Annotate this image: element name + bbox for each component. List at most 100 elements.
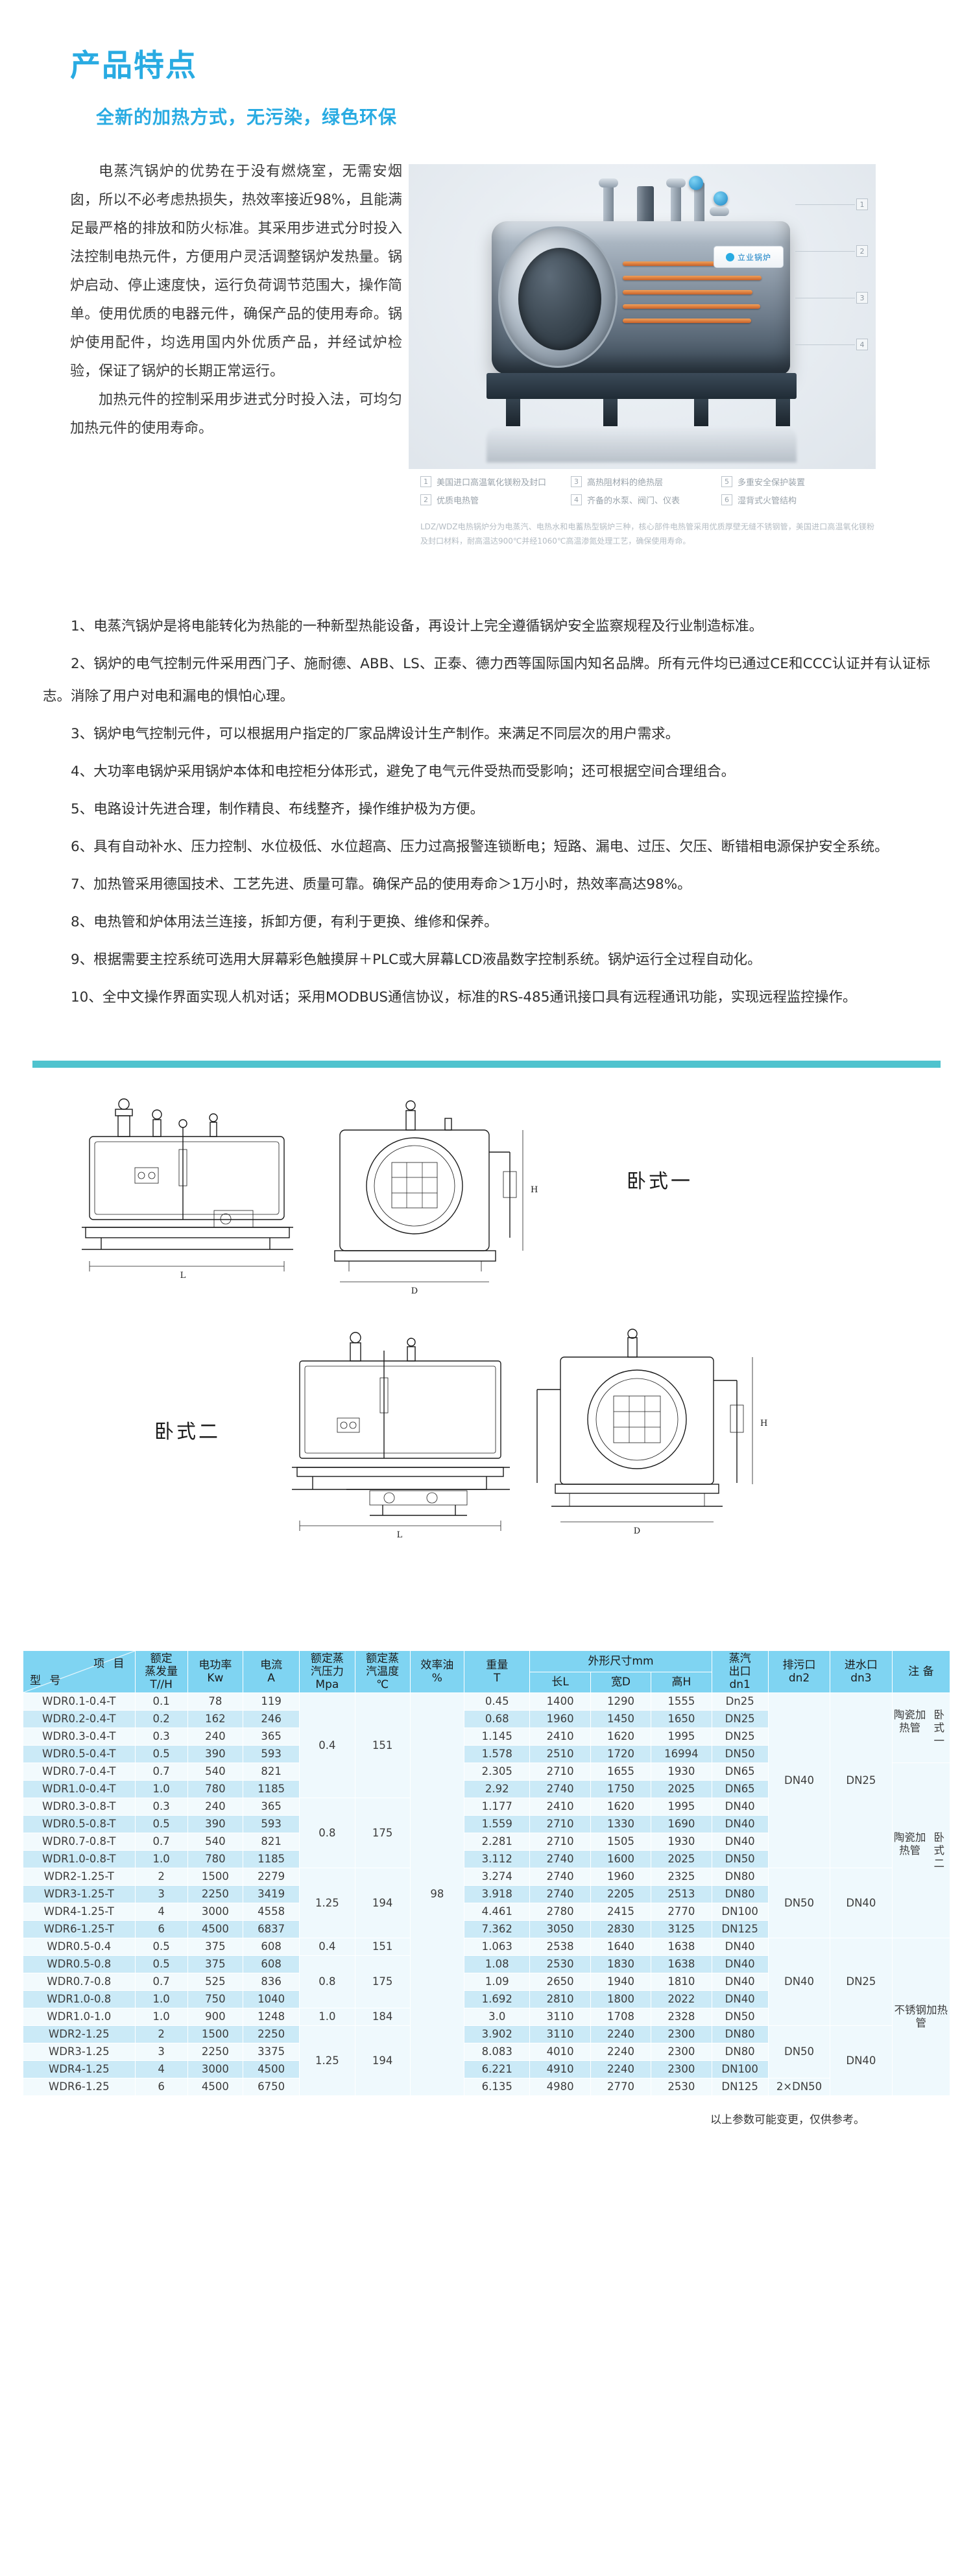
th-rated-evaporation: 额定 蒸发量 T//H [134, 1650, 188, 1693]
power-cell: 390 [187, 1815, 243, 1833]
current-cell: 1248 [242, 2008, 300, 2026]
intro-text-block: 电蒸汽锅炉的优势在于没有燃烧室，无需安烟囱，所以不必考虑热损失，热效率接近98%… [0, 158, 402, 548]
evap-cell: 0.5 [134, 1745, 188, 1763]
th-line-2: 汽压力 [310, 1665, 344, 1678]
steam-outlet-cell: DN40 [711, 1833, 769, 1851]
remark-text-primary: 陶瓷加热管 [893, 1831, 926, 1857]
table-head: 项 目 型 号 额定 蒸发量 T//H 电功率 Kw 电流 A [23, 1650, 951, 1693]
model-cell: WDR6-1.25-T [23, 1920, 136, 1938]
weight-cell: 1.559 [463, 1815, 531, 1833]
length-cell: 2740 [529, 1780, 591, 1798]
th-dimensions-group: 外形尺寸mm [529, 1650, 712, 1672]
th-line-1: 进水口 [844, 1659, 878, 1672]
width-cell: 1708 [590, 2008, 652, 2026]
evap-cell: 1.0 [134, 1990, 188, 2008]
model-cell: WDR3-1.25-T [23, 1885, 136, 1903]
specification-table-wrap: 项 目 型 号 额定 蒸发量 T//H 电功率 Kw 电流 A [23, 1639, 951, 2165]
remark-text-primary: 陶瓷加热管 [893, 1708, 926, 1734]
section-divider [32, 1061, 941, 1068]
heating-tube-2 [623, 276, 762, 280]
weight-cell: 6.135 [463, 2078, 531, 2096]
temperature-cell: 184 [354, 2008, 411, 2026]
height-cell: 2770 [651, 1903, 712, 1921]
th-weight: 重量 T [463, 1650, 531, 1693]
evap-cell: 0.3 [134, 1727, 188, 1746]
page-title: 产品特点 [70, 48, 197, 84]
remark-text-secondary: 卧式二 [933, 1831, 945, 1870]
remark-cell: 陶瓷加热管卧式一 [891, 1692, 951, 1763]
evap-cell: 0.7 [134, 1833, 188, 1851]
remark-cell: 陶瓷加热管卧式二 [891, 1763, 951, 1938]
boiler-front-door [498, 226, 618, 368]
length-cell: 2410 [529, 1798, 591, 1816]
legend-item: 6 湿背式火管结构 [721, 494, 872, 506]
callout-marker-3: 3 [856, 292, 868, 304]
th-remark: 注 备 [891, 1650, 951, 1693]
callout-leader-4 [795, 344, 855, 345]
steam-outlet-cell: DN40 [711, 1955, 769, 1973]
weight-cell: 2.92 [463, 1780, 531, 1798]
table-corner-cell: 项 目 型 号 [23, 1650, 136, 1693]
intro-paragraph-2: 加热元件的控制采用步进式分时投入法，可均匀加热元件的使用寿命。 [70, 392, 402, 437]
callout-leader-1 [795, 204, 855, 205]
current-cell: 246 [242, 1710, 300, 1728]
callout-marker-2: 2 [856, 245, 868, 257]
th-unit: Mpa [315, 1678, 339, 1691]
boiler-base-skid [486, 373, 797, 399]
evap-cell: 1.0 [134, 1780, 188, 1798]
evap-cell: 0.3 [134, 1798, 188, 1816]
weight-cell: 3.918 [463, 1885, 531, 1903]
svg-text:D: D [634, 1526, 640, 1536]
th-current: 电流 A [242, 1650, 300, 1693]
power-cell: 3000 [187, 1903, 243, 1921]
height-cell: 2325 [651, 1868, 712, 1886]
current-cell: 365 [242, 1798, 300, 1816]
th-unit: A [267, 1672, 275, 1685]
evap-cell: 0.5 [134, 1938, 188, 1956]
current-cell: 1185 [242, 1850, 300, 1868]
drain-outlet-cell: DN40 [767, 1692, 831, 1868]
evap-cell: 2 [134, 1868, 188, 1886]
th-unit: T//H [150, 1678, 173, 1691]
model-cell: WDR0.3-0.8-T [23, 1798, 136, 1816]
length-cell: 3110 [529, 2025, 591, 2043]
height-cell: 1638 [651, 1938, 712, 1956]
length-cell: 4910 [529, 2060, 591, 2078]
height-cell: 1810 [651, 1973, 712, 1991]
height-cell: 2328 [651, 2008, 712, 2026]
evap-cell: 0.5 [134, 1955, 188, 1973]
height-cell: 2300 [651, 2060, 712, 2078]
power-cell: 2250 [187, 2043, 243, 2061]
height-cell: 1930 [651, 1833, 712, 1851]
power-cell: 240 [187, 1798, 243, 1816]
svg-text:L: L [397, 1530, 403, 1540]
pressure-cell: 0.8 [299, 1955, 355, 2008]
width-cell: 1505 [590, 1833, 652, 1851]
width-cell: 1290 [590, 1692, 652, 1711]
model-cell: WDR1.0-0.8-T [23, 1850, 136, 1868]
power-cell: 1500 [187, 2025, 243, 2043]
weight-cell: 2.305 [463, 1763, 531, 1781]
width-cell: 1620 [590, 1798, 652, 1816]
boiler-leg-4 [776, 399, 790, 426]
boiler-leg-3 [694, 399, 708, 426]
th-line-2: 蒸发量 [145, 1665, 178, 1678]
current-cell: 365 [242, 1727, 300, 1746]
power-cell: 525 [187, 1973, 243, 1991]
feature-item: 6、具有自动补水、压力控制、水位极低、水位超高、压力过高报警连锁断电；短路、漏电… [71, 839, 889, 855]
th-line-2: 出口 [728, 1665, 751, 1678]
heating-tube-1 [623, 261, 756, 266]
current-cell: 593 [242, 1815, 300, 1833]
current-cell: 821 [242, 1833, 300, 1851]
valve-stack-1 [603, 182, 614, 224]
width-cell: 1600 [590, 1850, 652, 1868]
weight-cell: 3.274 [463, 1868, 531, 1886]
legend-number-icon: 5 [721, 476, 732, 487]
steam-outlet-cell: DN25 [711, 1710, 769, 1728]
steam-outlet-cell: DN40 [711, 1990, 769, 2008]
steam-outlet-cell: DN50 [711, 2008, 769, 2026]
model-cell: WDR4-1.25 [23, 2060, 136, 2078]
